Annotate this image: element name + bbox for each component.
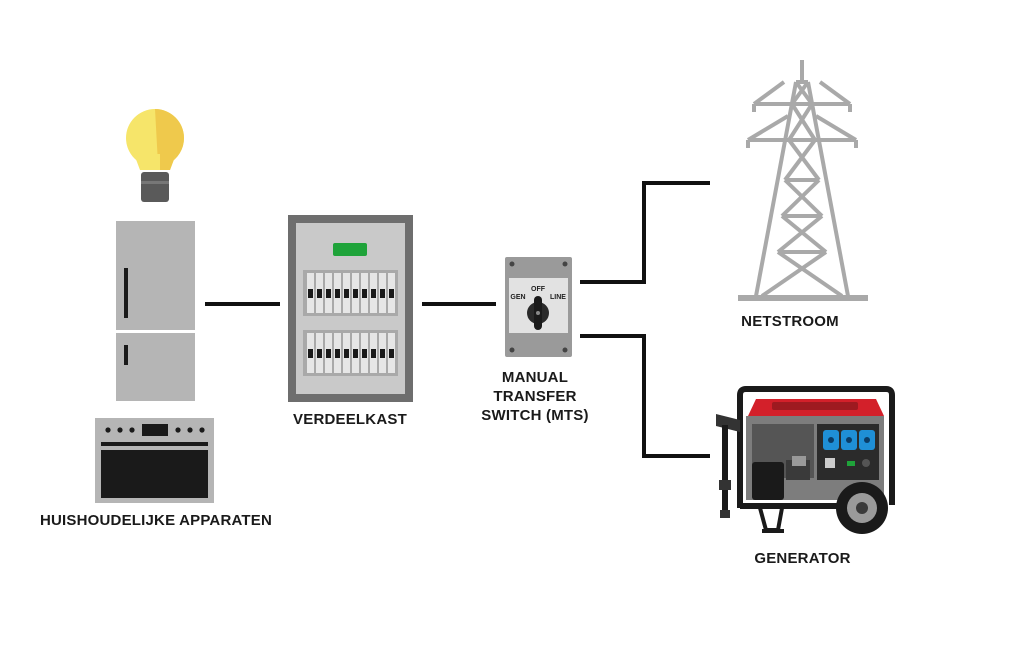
label-grid-power: NETSTROOM: [741, 313, 839, 330]
label-mts-line3: SWITCH (MTS): [481, 407, 589, 424]
transmission-tower-icon: [738, 60, 868, 301]
label-mts-line1: MANUAL: [501, 369, 569, 386]
wire-mts-grid: [580, 181, 710, 284]
distribution-panel-icon: [288, 215, 413, 402]
switch-label-gen: GEN: [510, 294, 525, 301]
label-mts-line2: TRANSFER: [493, 388, 577, 405]
switch-label-line: LINE: [550, 294, 566, 301]
transfer-switch-icon: OFF GEN LINE: [505, 257, 572, 357]
oven-icon: [95, 418, 214, 503]
wire-mts-generator: [580, 334, 710, 458]
breaker-row-top: [303, 270, 398, 316]
light-bulb-icon: [126, 109, 185, 202]
generator-icon: [716, 386, 895, 534]
switch-label-off: OFF: [531, 286, 546, 293]
refrigerator-icon: [116, 221, 195, 401]
label-transfer-switch: MANUAL TRANSFER SWITCH (MTS): [455, 368, 615, 425]
label-appliances: HUISHOUDELIJKE APPARATEN: [39, 512, 273, 529]
breaker-row-bottom: [303, 330, 398, 376]
label-distribution-panel: VERDEELKAST: [293, 411, 407, 428]
label-generator: GENERATOR: [754, 550, 851, 567]
wires: [205, 181, 710, 458]
switch-knob: [527, 296, 549, 330]
